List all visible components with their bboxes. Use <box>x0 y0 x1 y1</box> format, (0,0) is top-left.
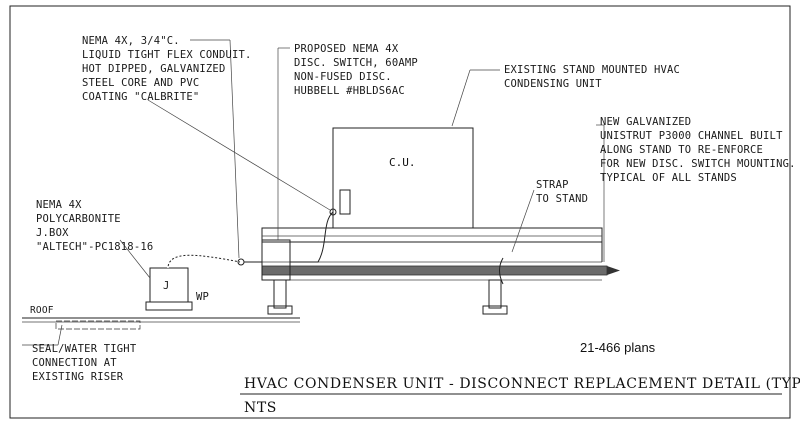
cu-label: C.U. <box>389 156 416 169</box>
drawing-title: HVAC CONDENSER UNIT - DISCONNECT REPLACE… <box>244 376 800 392</box>
seal-label: SEAL/WATER TIGHT CONNECTION AT EXISTING … <box>32 343 137 383</box>
svg-text:DISC. SWITCH, 60AMP: DISC. SWITCH, 60AMP <box>294 57 418 69</box>
svg-text:CONDENSING UNIT: CONDENSING UNIT <box>504 78 602 90</box>
stand-leg-left <box>273 279 287 309</box>
svg-text:UNISTRUT P3000 CHANNEL BUILT: UNISTRUT P3000 CHANNEL BUILT <box>600 130 783 142</box>
strap <box>499 257 504 285</box>
switch-label: PROPOSED NEMA 4X DISC. SWITCH, 60AMP NON… <box>294 43 418 97</box>
svg-text:J.BOX: J.BOX <box>36 227 69 239</box>
existing-unit-label: EXISTING STAND MOUNTED HVAC CONDENSING U… <box>504 64 680 90</box>
svg-text:LIQUID TIGHT FLEX CONDUIT.: LIQUID TIGHT FLEX CONDUIT. <box>82 49 252 61</box>
stand-leg-right <box>488 279 502 309</box>
jbox-label: NEMA 4X POLYCARBONITE J.BOX "ALTECH"-PC1… <box>36 199 153 253</box>
svg-text:PROPOSED NEMA 4X: PROPOSED NEMA 4X <box>294 43 399 55</box>
whip-conduit <box>290 211 334 263</box>
strap-label: STRAP TO STAND <box>536 179 588 205</box>
svg-text:"ALTECH"-PC1818-16: "ALTECH"-PC1818-16 <box>36 241 153 253</box>
svg-text:COATING "CALBRITE": COATING "CALBRITE" <box>82 91 199 103</box>
condensing-unit <box>332 127 474 229</box>
svg-text:TYPICAL OF ALL STANDS: TYPICAL OF ALL STANDS <box>600 172 737 184</box>
disconnect-switch <box>261 239 291 281</box>
svg-text:STEEL CORE AND PVC: STEEL CORE AND PVC <box>82 77 199 89</box>
svg-text:ALONG STAND TO RE-ENFORCE: ALONG STAND TO RE-ENFORCE <box>600 144 763 156</box>
unit-connection <box>339 189 351 215</box>
svg-text:HUBBELL #HBLDS6AC: HUBBELL #HBLDS6AC <box>294 85 405 97</box>
scale-label: NTS <box>244 400 277 416</box>
svg-text:NEMA 4X: NEMA 4X <box>36 199 82 211</box>
wp-label: WP <box>196 291 209 303</box>
svg-text:NEMA 4X, 3/4"C.: NEMA 4X, 3/4"C. <box>82 35 180 47</box>
drawing-border <box>9 5 791 419</box>
unistrut-label: NEW GALVANIZED UNISTRUT P3000 CHANNEL BU… <box>600 116 796 184</box>
svg-text:SEAL/WATER TIGHT: SEAL/WATER TIGHT <box>32 343 137 355</box>
roof-label: ROOF <box>30 305 54 316</box>
unistrut-channel <box>261 265 608 276</box>
svg-text:STRAP: STRAP <box>536 179 569 191</box>
svg-text:CONNECTION AT: CONNECTION AT <box>32 357 117 369</box>
plans-note: 21-466 plans <box>580 340 656 355</box>
conduit-label: NEMA 4X, 3/4"C. LIQUID TIGHT FLEX CONDUI… <box>82 35 252 103</box>
svg-text:POLYCARBONITE: POLYCARBONITE <box>36 213 121 225</box>
channel-end-arrow <box>607 266 620 275</box>
svg-text:NEW GALVANIZED: NEW GALVANIZED <box>600 116 691 128</box>
svg-text:HOT DIPPED, GALVANIZED: HOT DIPPED, GALVANIZED <box>82 63 225 75</box>
jbox-j: J <box>163 280 170 292</box>
svg-text:FOR NEW DISC. SWITCH MOUNTING.: FOR NEW DISC. SWITCH MOUNTING. <box>600 158 796 170</box>
stand-top-rail <box>261 227 603 243</box>
svg-text:NON-FUSED DISC.: NON-FUSED DISC. <box>294 71 392 83</box>
svg-text:EXISTING STAND MOUNTED HVAC: EXISTING STAND MOUNTED HVAC <box>504 64 680 76</box>
svg-text:EXISTING RISER: EXISTING RISER <box>32 371 124 383</box>
svg-text:TO STAND: TO STAND <box>536 193 588 205</box>
